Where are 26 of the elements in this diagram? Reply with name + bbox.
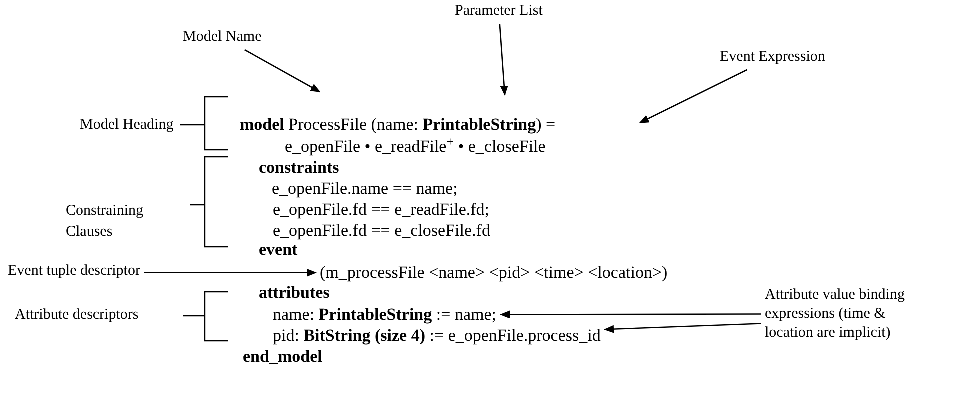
code-line: e_openFile.fd == e_closeFile.fd xyxy=(273,221,490,241)
bracket-label: Attribute descriptors xyxy=(15,306,139,325)
annotation-text: Model Name xyxy=(183,28,262,47)
keyword: end_model xyxy=(243,347,322,367)
annotation-text: Event tuple descriptor xyxy=(8,262,140,281)
keyword: event xyxy=(259,240,298,260)
code-line: e_openFile • e_readFile$^{+}$ • e_closeFile xyxy=(285,137,546,157)
arrow xyxy=(500,310,761,319)
code-line: name: PrintableString := name; xyxy=(273,305,496,325)
code-line: e_openFile.name == name; xyxy=(272,179,458,199)
annotation-text: Parameter List xyxy=(455,2,543,21)
arrow xyxy=(604,323,762,334)
bracket-label: Constraining Clauses xyxy=(66,202,144,242)
bracket-label: Model Heading xyxy=(80,116,174,135)
arrow xyxy=(639,69,748,124)
arrow xyxy=(144,268,317,277)
arrow xyxy=(499,24,508,96)
keyword: attributes xyxy=(259,283,330,303)
code-line: model ProcessFile (name: PrintableString) = xyxy=(240,115,556,135)
arrow xyxy=(244,49,321,93)
annotation-text: Attribute value binding expressions (time & location are implicit) xyxy=(765,286,930,343)
code-line: (m_processFile <name> <pid> <time> <location>) xyxy=(320,263,668,283)
code-line: e_openFile.fd == e_readFile.fd; xyxy=(273,200,490,220)
code-line: pid: BitString (size 4) := e_openFile.process_id xyxy=(273,326,601,346)
annotation-text: Event Expression xyxy=(720,48,826,67)
keyword: constraints xyxy=(259,158,340,178)
